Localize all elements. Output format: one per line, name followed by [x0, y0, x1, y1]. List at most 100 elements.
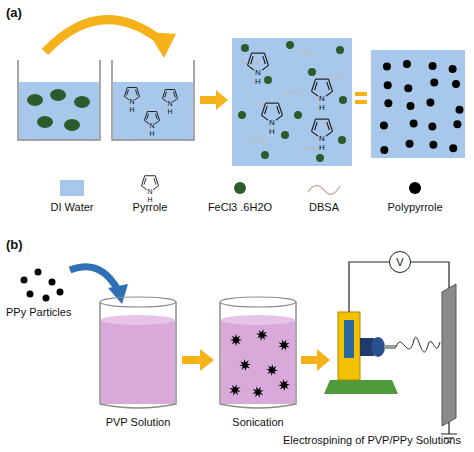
atom-label: H [149, 130, 154, 138]
collector [442, 284, 456, 426]
water [19, 82, 99, 140]
legend-label: Polypyrrole [387, 201, 442, 213]
syringe-barrel [371, 337, 385, 357]
bond [326, 91, 332, 96]
bond [252, 53, 265, 54]
dbsa-sample [308, 185, 340, 194]
bond [248, 65, 254, 70]
polypyrrole-particles [380, 60, 464, 154]
step-label: Electrospining of PVP/PPy Solutions [283, 434, 461, 446]
bond [262, 65, 268, 70]
legend-label: Pyrrole [133, 201, 168, 213]
atom-label: H [129, 106, 134, 114]
atom-label: H [255, 78, 261, 87]
bond [277, 106, 280, 114]
bond [173, 98, 178, 101]
dbsa-chains [240, 48, 344, 152]
legend-label: DI Water [51, 201, 94, 213]
bond [156, 114, 158, 120]
bond [326, 131, 332, 136]
bond [315, 82, 318, 90]
atom-label: N [149, 122, 154, 130]
wire [411, 262, 449, 288]
beaker [112, 60, 194, 140]
bond [263, 56, 266, 64]
panel-label: (b) [6, 238, 23, 252]
atom-label: N [319, 95, 325, 104]
bond [144, 120, 149, 123]
bond [135, 96, 140, 99]
beaker-rim [220, 297, 296, 307]
fecl3-particles [238, 41, 347, 162]
beaker [100, 302, 176, 408]
bond [141, 186, 146, 190]
bond [162, 98, 167, 101]
stage [324, 380, 398, 394]
wire [349, 262, 389, 312]
atom-label: N [129, 98, 134, 106]
transfer-arrow [45, 20, 160, 52]
process-arrow [200, 90, 228, 110]
bond [127, 87, 136, 88]
bond [276, 115, 282, 120]
atom-label: N [255, 69, 261, 78]
panel-label: (a) [6, 6, 22, 20]
bond [136, 90, 138, 96]
ppy-particles [21, 269, 64, 302]
bond [153, 186, 158, 190]
arrowhead [108, 284, 128, 304]
bond [165, 89, 174, 90]
polypyrrole-dispersion [371, 50, 465, 158]
atom-label: N [319, 135, 325, 144]
atom-label: H [319, 144, 325, 153]
bond [147, 114, 149, 120]
bond [124, 96, 129, 99]
atom-label: N [147, 188, 152, 196]
polymer-jet [396, 337, 440, 352]
beaker-label: Sonication [232, 416, 283, 428]
pump-face [344, 320, 354, 358]
bond [251, 56, 254, 64]
beaker [220, 302, 296, 408]
dispersed-ppy [229, 329, 290, 398]
bond [174, 92, 176, 98]
atom-label: H [269, 128, 275, 137]
bond [147, 111, 156, 112]
legend-label: DBSA [309, 201, 339, 213]
syringe-pump [338, 312, 360, 380]
pvp-solution [101, 320, 175, 404]
water [113, 82, 193, 140]
needle [384, 345, 396, 349]
reaction-mixture [232, 38, 352, 166]
beaker-label: PVP Solution [106, 416, 171, 428]
bond [144, 178, 146, 184]
atom-label: N [269, 119, 275, 128]
atom-label: H [167, 108, 172, 116]
legend-swatch [409, 182, 421, 194]
liquid-surface [221, 315, 295, 325]
bond [266, 103, 279, 104]
liquid-surface [101, 315, 175, 325]
pvp-ppy-solution [221, 320, 295, 404]
arrowhead [148, 32, 176, 58]
process-arrow [182, 349, 214, 371]
bond [155, 120, 160, 123]
bond [327, 122, 330, 130]
voltage-source: V [389, 251, 411, 273]
equals-sign [355, 100, 367, 104]
bond [312, 91, 318, 96]
bond [262, 115, 268, 120]
bond [165, 92, 167, 98]
bond [327, 82, 330, 90]
atom-label: N [167, 100, 172, 108]
bond [315, 122, 318, 130]
legend-swatch [60, 180, 84, 196]
fecl3-particles [27, 89, 90, 131]
equals-sign [355, 92, 367, 96]
bond [127, 90, 129, 96]
sample-label: PPy Particles [6, 306, 71, 318]
bond [145, 175, 156, 176]
voltage-symbol: V [396, 256, 403, 268]
addition-arrow [70, 267, 118, 290]
